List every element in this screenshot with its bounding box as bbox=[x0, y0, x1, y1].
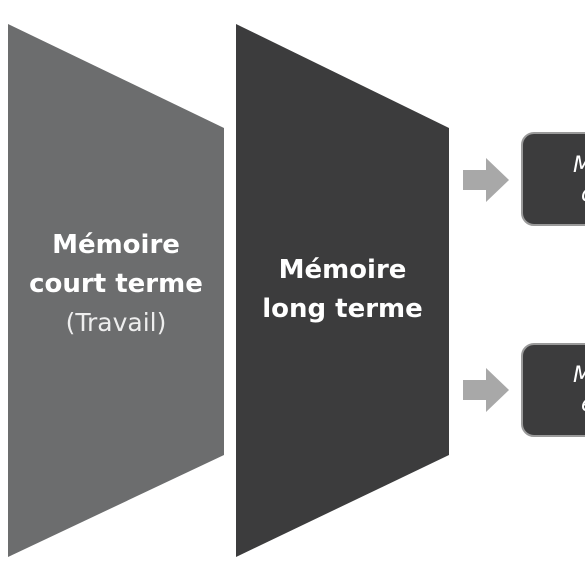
arrow-right-icon bbox=[463, 158, 509, 202]
long-term-memory-label: Mémoire long terme bbox=[236, 251, 449, 329]
top-box-line1: M bbox=[573, 152, 585, 181]
bottom-memory-box bbox=[521, 343, 585, 437]
top-memory-box bbox=[521, 132, 585, 226]
top-box-line2: d bbox=[573, 181, 585, 210]
long-term-memory-shape bbox=[236, 24, 449, 557]
short-term-line3: (Travail) bbox=[65, 308, 167, 337]
short-term-memory-shape bbox=[8, 24, 224, 557]
arrow-right-icon bbox=[463, 368, 509, 412]
bottom-box-line1: M bbox=[573, 362, 585, 391]
bottom-box-line2: é bbox=[573, 391, 585, 420]
short-term-memory-label: Mémoire court terme (Travail) bbox=[8, 226, 224, 342]
top-box-label: M d bbox=[573, 152, 585, 209]
short-term-line2: court terme bbox=[29, 269, 203, 299]
long-term-line1: Mémoire bbox=[278, 255, 407, 285]
short-term-line1: Mémoire bbox=[52, 230, 180, 260]
bottom-box-label: M é bbox=[573, 362, 585, 419]
long-term-line2: long terme bbox=[262, 294, 423, 324]
